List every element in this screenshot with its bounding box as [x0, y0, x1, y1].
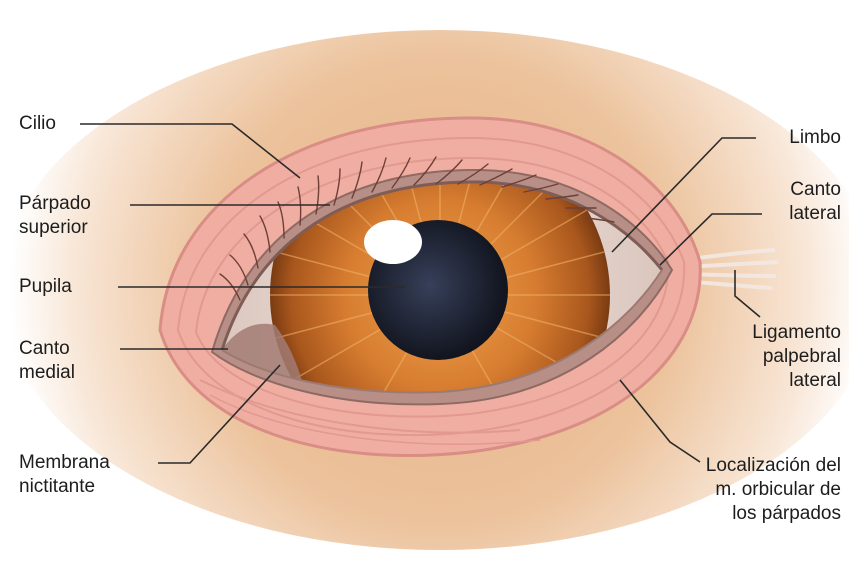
label-ligamento-line-1: Ligamento: [752, 321, 841, 345]
label-parpado-line-2: superior: [19, 216, 91, 240]
label-ligamento-line-3: lateral: [752, 369, 841, 393]
label-pupila: Pupila: [19, 275, 72, 299]
label-parpado-superior: Párpado superior: [19, 192, 91, 240]
label-localizacion-orbicular: Localización del m. orbicular de los pár…: [706, 454, 841, 526]
label-canto-lateral: Canto lateral: [789, 178, 841, 226]
corneal-reflection: [364, 220, 422, 264]
label-pupila-line: Pupila: [19, 275, 72, 299]
label-cilio-line: Cilio: [19, 112, 56, 136]
label-limbo: Limbo: [789, 126, 841, 150]
label-membrana-line-2: nictitante: [19, 475, 110, 499]
label-membrana-nictitante: Membrana nictitante: [19, 451, 110, 499]
label-ligamento-line-2: palpebral: [752, 345, 841, 369]
label-cilio: Cilio: [19, 112, 56, 136]
label-localizacion-line-1: Localización del: [706, 454, 841, 478]
label-limbo-line: Limbo: [789, 126, 841, 150]
label-canto-medial-line-2: medial: [19, 361, 75, 385]
label-membrana-line-1: Membrana: [19, 451, 110, 475]
label-localizacion-line-2: m. orbicular de: [706, 478, 841, 502]
label-canto-medial-line-1: Canto: [19, 337, 75, 361]
label-canto-medial: Canto medial: [19, 337, 75, 385]
label-ligamento-palpebral-lateral: Ligamento palpebral lateral: [752, 321, 841, 393]
label-canto-lateral-line-1: Canto: [789, 178, 841, 202]
label-canto-lateral-line-2: lateral: [789, 202, 841, 226]
label-parpado-line-1: Párpado: [19, 192, 91, 216]
label-localizacion-line-3: los párpados: [706, 502, 841, 526]
